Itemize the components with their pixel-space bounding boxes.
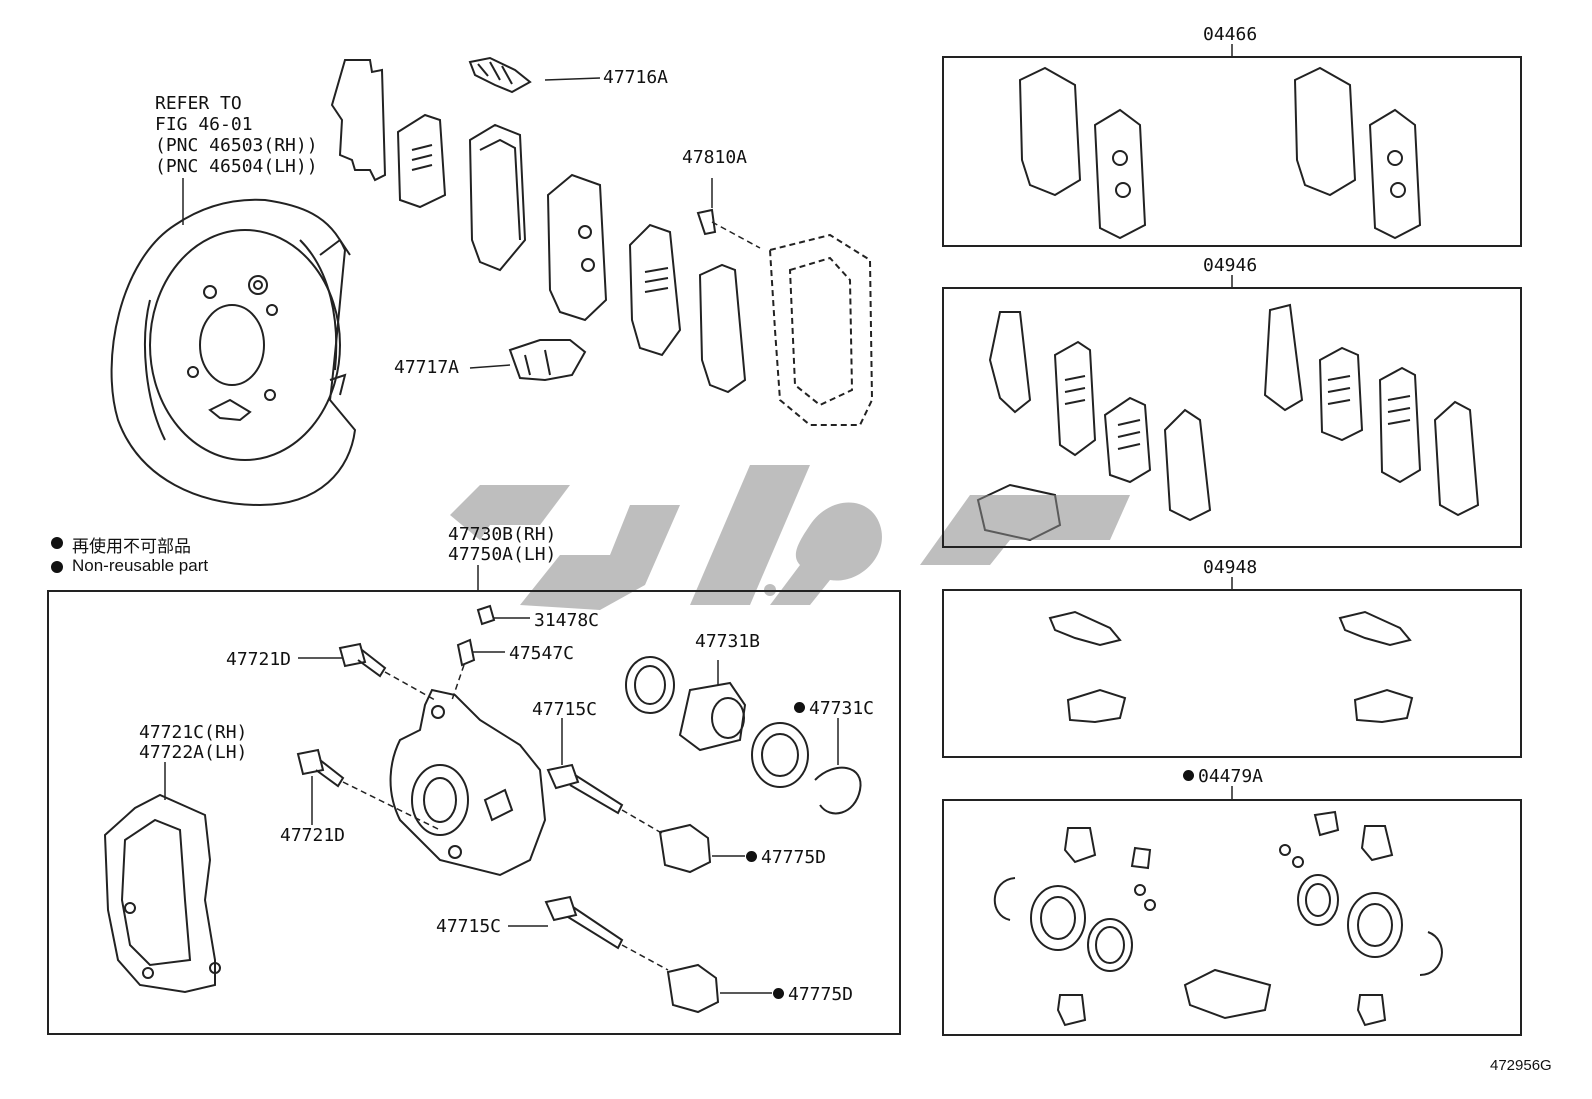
part-47750A[interactable]: 47750A(LH) xyxy=(448,544,557,565)
kit-04466-label[interactable]: 04466 xyxy=(1203,24,1258,45)
kit-04466-drawing xyxy=(1018,44,1422,240)
part-47731B[interactable]: 47731B xyxy=(695,631,761,652)
part-47721D-upper[interactable]: 47721D xyxy=(226,649,292,670)
kit-04946-drawing xyxy=(976,275,1480,542)
refer-note-line-2: FIG 46-01 xyxy=(155,114,253,135)
part-47722A[interactable]: 47722A(LH) xyxy=(139,742,248,763)
kit-04948-label[interactable]: 04948 xyxy=(1203,557,1258,578)
kit-04946-box xyxy=(942,287,1522,548)
part-47717A[interactable]: 47717A xyxy=(394,357,460,378)
legend-non-reusable-cn: 再使用不可部品 xyxy=(72,537,191,556)
part-47810A[interactable]: 47810A xyxy=(682,147,748,168)
part-47715C-lower[interactable]: 47715C xyxy=(436,916,502,937)
kit-04479A-label[interactable]: 04479A xyxy=(1183,767,1263,787)
part-47715C-upper[interactable]: 47715C xyxy=(532,699,598,720)
caliper-assembly-drawing xyxy=(296,565,862,1014)
part-47721C[interactable]: 47721C(RH) xyxy=(139,722,248,743)
kit-04948-drawing xyxy=(1048,577,1414,724)
kit-04946-label[interactable]: 04946 xyxy=(1203,255,1258,276)
non-reusable-dot-icon xyxy=(773,988,784,999)
refer-note-line-3: (PNC 46503(RH)) xyxy=(155,135,318,156)
non-reusable-dot-icon xyxy=(1183,770,1194,781)
part-31478C[interactable]: 31478C xyxy=(534,610,600,631)
watermark-logo xyxy=(450,465,1130,610)
bracket-47721C-drawing xyxy=(103,762,221,994)
part-47775D-upper[interactable]: 47775D xyxy=(746,848,826,868)
clip-47717A-drawing xyxy=(469,339,587,382)
part-47775D-lower[interactable]: 47775D xyxy=(773,985,853,1005)
part-47721D-lower[interactable]: 47721D xyxy=(280,825,346,846)
part-47731C[interactable]: 47731C xyxy=(794,699,874,719)
kit-04479A-drawing xyxy=(993,786,1443,1027)
figure-id: 472956G xyxy=(1490,1057,1552,1074)
refer-note-line-1: REFER TO xyxy=(155,93,242,114)
kit-04466-box xyxy=(942,56,1522,247)
kit-04479A-box xyxy=(942,799,1522,1036)
non-reusable-dot-icon xyxy=(746,851,757,862)
dust-shield-drawing xyxy=(110,198,357,507)
pads-left-group xyxy=(330,59,874,426)
clip-47716A-drawing xyxy=(468,56,601,94)
part-47730B[interactable]: 47730B(RH) xyxy=(448,524,557,545)
legend-non-reusable-en: Non-reusable part xyxy=(72,556,209,575)
kit-04948-box xyxy=(942,589,1522,758)
caliper-assembly-box xyxy=(47,590,901,1035)
refer-note-line-4: (PNC 46504(LH)) xyxy=(155,156,318,177)
part-47547C[interactable]: 47547C xyxy=(509,643,575,664)
non-reusable-dot-icon xyxy=(794,702,805,713)
part-47716A[interactable]: 47716A xyxy=(603,67,669,88)
